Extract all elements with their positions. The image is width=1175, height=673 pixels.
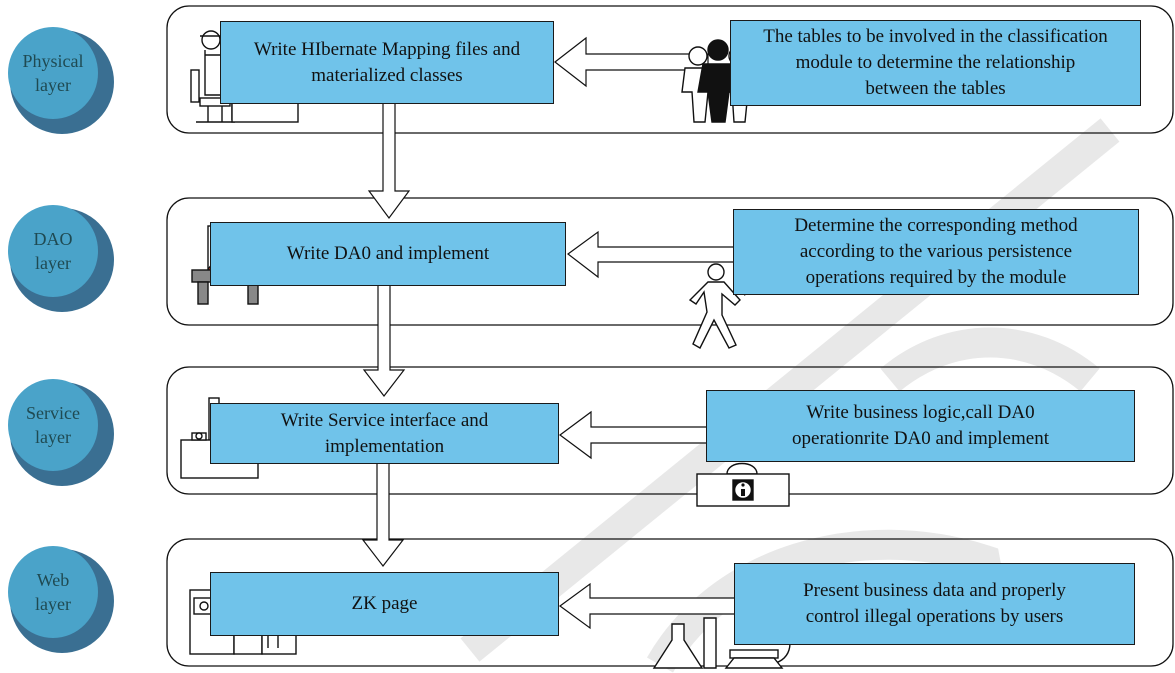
layer-circle-dao [8,205,114,312]
layer-circle-service [8,379,114,486]
layer-circle-web [8,546,114,653]
dao-left-box: Write DA0 and implement [210,222,566,286]
left-arrow-service [558,410,708,460]
lab-flasks-icon [652,617,717,669]
down-arrow-service-to-web [361,457,405,567]
layer-container-dao [166,197,1174,326]
physical-right-box: The tables to be involved in the classif… [730,20,1141,106]
down-arrow-physical-to-dao [367,97,411,220]
web-left-box: ZK page [210,572,559,636]
left-arrow-physical [554,36,709,88]
down-arrow-dao-to-service [362,284,406,397]
layer-circle-physical [8,27,114,134]
layer-container-service [166,366,1174,495]
layer-container-physical [166,5,1174,134]
